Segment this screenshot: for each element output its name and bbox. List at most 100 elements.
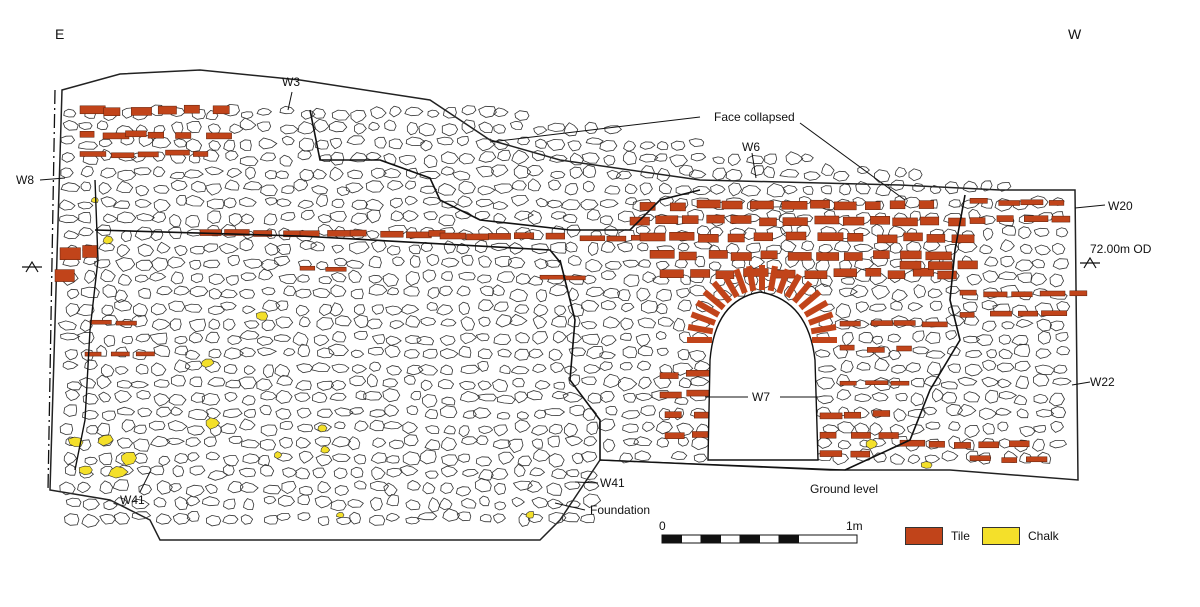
stone	[239, 238, 254, 252]
stone	[274, 255, 291, 267]
tile	[327, 230, 353, 237]
stone	[440, 318, 457, 327]
stone	[227, 335, 243, 345]
tile	[872, 410, 891, 417]
leader-w6	[751, 152, 757, 179]
stone	[239, 196, 257, 207]
stone	[605, 405, 618, 416]
tile	[996, 215, 1014, 222]
scale-end-label: 1m	[846, 519, 863, 533]
chalk-piece	[920, 461, 933, 469]
stone	[677, 299, 692, 312]
stone	[189, 259, 202, 270]
stone	[348, 436, 361, 451]
stone	[888, 349, 902, 361]
stone	[186, 510, 200, 522]
stone	[174, 245, 188, 257]
tile	[299, 265, 316, 271]
stone	[1000, 255, 1015, 268]
stone	[999, 239, 1015, 253]
stone	[278, 227, 292, 241]
stone	[117, 169, 137, 182]
east-label: E	[55, 26, 65, 42]
stone	[535, 289, 548, 303]
stone	[888, 377, 901, 389]
stone	[204, 483, 218, 495]
tile	[325, 267, 347, 272]
tile	[488, 233, 511, 240]
stone	[184, 303, 203, 313]
stone	[425, 425, 440, 434]
tile	[983, 291, 1008, 298]
stone	[112, 479, 130, 491]
stone	[296, 304, 310, 317]
stone	[138, 287, 152, 299]
stone	[478, 105, 497, 118]
stone	[564, 365, 578, 375]
leader-face-collapsed-2	[799, 122, 906, 201]
boundary-vertical	[559, 259, 601, 460]
stone	[821, 163, 835, 176]
stone	[836, 389, 852, 401]
stone	[996, 362, 1015, 373]
stone	[383, 421, 403, 430]
stone	[223, 197, 237, 209]
tile	[539, 274, 566, 280]
stone	[172, 512, 191, 525]
stone	[527, 480, 543, 493]
stone	[1034, 244, 1051, 256]
foundation-label: Foundation	[590, 503, 651, 517]
stone	[390, 197, 404, 209]
stone	[472, 407, 492, 419]
tile	[84, 351, 102, 357]
stone	[168, 393, 187, 406]
stone	[640, 405, 656, 417]
stone	[656, 347, 669, 357]
stone	[170, 179, 188, 192]
stone	[260, 463, 275, 477]
stone	[368, 274, 383, 284]
stone	[656, 141, 669, 151]
stone	[274, 363, 291, 377]
stone	[425, 470, 439, 479]
stone	[293, 178, 309, 192]
stone	[571, 452, 584, 465]
stone	[478, 255, 492, 268]
stone	[403, 434, 419, 447]
stone	[801, 153, 814, 163]
stone	[63, 451, 78, 466]
stone	[688, 169, 707, 179]
stone	[440, 482, 454, 494]
stone	[355, 390, 367, 401]
stone	[224, 179, 240, 191]
stone	[963, 335, 981, 344]
stone	[552, 330, 567, 344]
stone	[580, 321, 598, 330]
stone	[176, 195, 188, 206]
tile	[925, 251, 952, 261]
tile	[690, 269, 711, 278]
stone	[65, 497, 82, 507]
stone	[600, 240, 616, 253]
stone	[330, 499, 347, 512]
stone	[275, 300, 289, 312]
stone	[353, 314, 369, 329]
stone	[620, 317, 634, 331]
stone	[583, 436, 598, 447]
stone	[514, 463, 526, 478]
stone	[294, 392, 311, 402]
stone	[311, 185, 329, 195]
leader-w22	[1071, 381, 1091, 386]
tile	[708, 250, 728, 259]
stone	[637, 317, 657, 329]
stone	[583, 480, 600, 492]
tile	[810, 199, 830, 209]
stone	[891, 289, 908, 303]
stone	[997, 421, 1009, 432]
stone	[893, 408, 907, 422]
stone	[871, 284, 891, 300]
stone	[264, 197, 279, 206]
stone	[637, 242, 649, 252]
stone	[517, 411, 530, 420]
stone	[1011, 334, 1029, 346]
